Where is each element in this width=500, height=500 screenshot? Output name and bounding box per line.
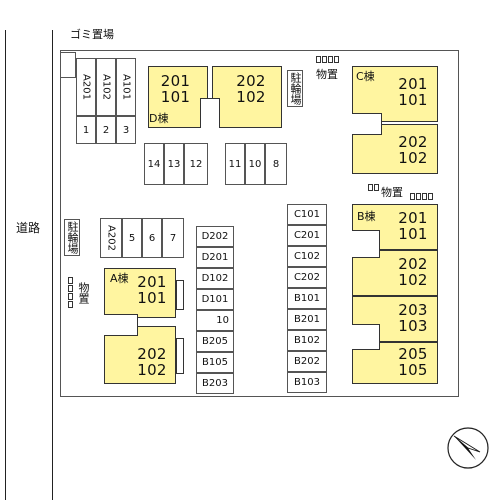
storage-box (416, 193, 421, 200)
parking-stall: D202 (196, 226, 234, 247)
parking-stall: 13 (164, 143, 184, 185)
parking-stall: 10 (245, 143, 265, 185)
storage-box (422, 193, 427, 200)
storage-box (410, 193, 415, 200)
road-label: 道路 (16, 221, 41, 235)
building-b-notch (352, 230, 380, 258)
building-c-top (352, 66, 438, 122)
storage-box (316, 56, 321, 63)
parking-stall: C102 (287, 246, 327, 267)
parking-stall: C201 (287, 225, 327, 246)
parking-stall: D201 (196, 247, 234, 268)
storage-box (68, 301, 73, 308)
parking-stall: C202 (287, 267, 327, 288)
building-a-balcony (176, 338, 184, 374)
parking-stall: B202 (287, 351, 327, 372)
parking-stall: 11 (225, 143, 245, 185)
parking-stall: A202 (100, 218, 122, 258)
parking-stall: B205 (196, 331, 234, 352)
parking-stall: 12 (184, 143, 208, 185)
parking-stall: 1 (76, 116, 96, 144)
parking-stall: D101 (196, 289, 234, 310)
building-a-tag: A棟 (110, 272, 129, 285)
building-a-notch (104, 314, 138, 336)
building-d-notch (200, 98, 220, 128)
storage-box (68, 285, 73, 292)
parking-stall: A201 (76, 58, 96, 116)
building-a-balcony (176, 280, 184, 310)
bike-parking-left: 駐輪場 (64, 219, 80, 256)
parking-stall: B103 (287, 372, 327, 393)
parking-stall: 14 (144, 143, 164, 185)
bike-parking-top: 駐輪場 (287, 70, 303, 107)
building-d-left (148, 66, 208, 128)
storage-box (334, 56, 339, 63)
garbage-area (60, 52, 76, 78)
parking-stall: 2 (96, 116, 116, 144)
storage-box (428, 193, 433, 200)
parking-stall: B201 (287, 309, 327, 330)
parking-stall: 10 (196, 310, 234, 331)
storage-box (328, 56, 333, 63)
parking-stall: 3 (116, 116, 136, 144)
parking-stall: D102 (196, 268, 234, 289)
storage-box (68, 277, 73, 284)
parking-stall: A101 (116, 58, 136, 116)
building-b-notch (352, 324, 380, 350)
parking-stall: 7 (162, 218, 184, 258)
storage-a-label: 物置 (77, 282, 90, 304)
storage-box (322, 56, 327, 63)
north-arrow-icon (446, 426, 490, 470)
storage-box (368, 184, 373, 191)
storage-c-label: 物置 (381, 186, 403, 199)
parking-stall: B101 (287, 288, 327, 309)
parking-stall: B105 (196, 352, 234, 373)
road-line (5, 30, 6, 500)
storage-box (374, 184, 379, 191)
building-b-202-block (352, 250, 438, 296)
building-d-tag: D棟 (149, 112, 169, 125)
building-a-top (104, 268, 176, 318)
storage-box (68, 293, 73, 300)
building-b-tag: B棟 (357, 210, 376, 223)
storage-top-label: 物置 (316, 68, 338, 81)
parking-stall: C101 (287, 204, 327, 225)
building-c-tag: C棟 (356, 70, 375, 83)
parking-stall: A102 (96, 58, 116, 116)
parking-stall: B102 (287, 330, 327, 351)
parking-stall: 6 (142, 218, 162, 258)
building-d-right (212, 66, 282, 128)
parking-stall: B203 (196, 373, 234, 394)
parking-stall: 8 (265, 143, 287, 185)
garbage-area-label: ゴミ置場 (70, 28, 114, 41)
building-c-notch (352, 113, 382, 135)
parking-stall: 5 (122, 218, 142, 258)
road-edge (52, 30, 53, 500)
